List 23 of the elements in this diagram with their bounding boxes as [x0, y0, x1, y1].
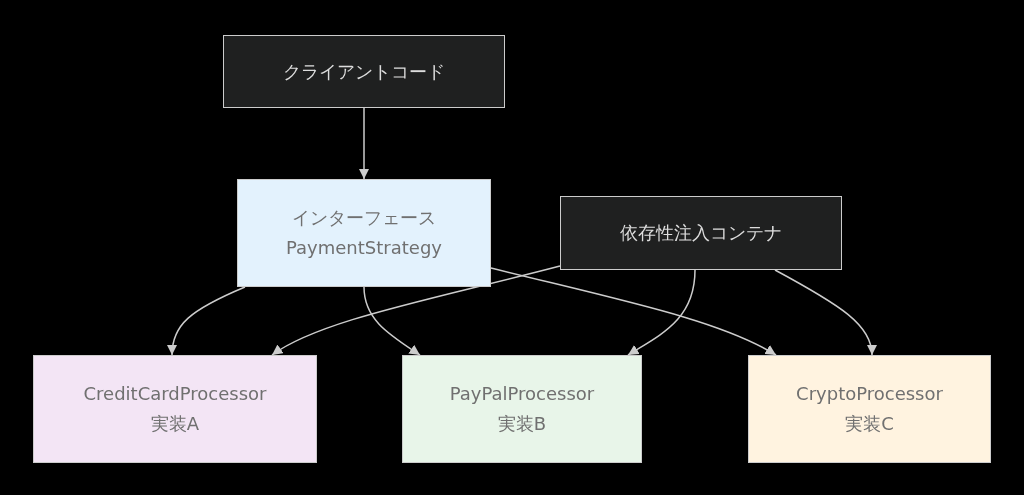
- box-label: PayPalProcessor: [449, 382, 595, 406]
- process-box: [402, 355, 642, 463]
- process-box: [560, 196, 842, 270]
- process-box: [237, 179, 491, 287]
- box-label: CreditCardProcessor: [83, 382, 267, 406]
- box-label: インターフェース: [292, 206, 436, 230]
- process-box: [748, 355, 991, 463]
- arrow: [358, 107, 370, 180]
- box-label: PaymentStrategy: [286, 236, 442, 260]
- process-box: [33, 355, 317, 463]
- arrow: [167, 286, 246, 356]
- arrow: [363, 286, 421, 356]
- arrow: [271, 265, 561, 356]
- box-label: CryptoProcessor: [796, 382, 943, 406]
- arrow: [774, 269, 877, 356]
- box-label: クライアントコード: [283, 59, 445, 84]
- arrow: [627, 269, 696, 356]
- box-label: 依存性注入コンテナ: [620, 221, 782, 245]
- box-label: 実装B: [497, 412, 547, 436]
- arrow: [490, 267, 777, 356]
- box-label: 実装A: [150, 412, 200, 436]
- box-label: 実装C: [845, 412, 894, 436]
- process-box: [223, 35, 505, 108]
